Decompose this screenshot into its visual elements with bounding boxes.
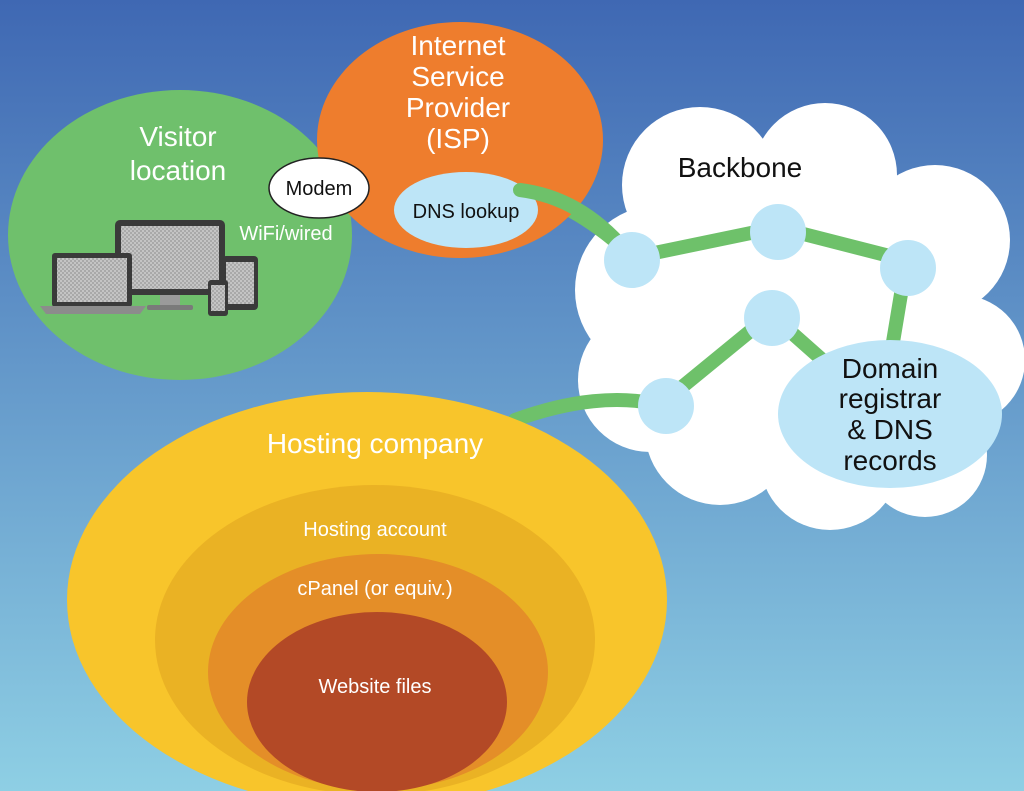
registrar-line2: registrar — [839, 383, 942, 414]
cpanel-label: cPanel (or equiv.) — [297, 578, 452, 600]
backbone-node — [880, 240, 936, 296]
website-files-area — [247, 612, 507, 791]
backbone-node — [744, 290, 800, 346]
hosting-company-label: Hosting company — [267, 428, 483, 459]
backbone-node — [638, 378, 694, 434]
visitor-title-line2: location — [130, 155, 227, 186]
backbone-title: Backbone — [678, 152, 803, 183]
devices-icon — [40, 220, 258, 316]
dns-lookup-node — [394, 172, 538, 248]
backbone-nodes — [604, 204, 936, 434]
website-files-label: Website files — [318, 676, 431, 698]
backbone-node — [750, 204, 806, 260]
labels: Visitor location WiFi/wired Modem Intern… — [130, 30, 942, 698]
visitor-title-line1: Visitor — [139, 121, 216, 152]
isp-line1: Internet — [411, 30, 506, 61]
registrar-line4: records — [843, 445, 936, 476]
registrar-line1: Domain — [842, 353, 938, 384]
isp-line3: Provider — [406, 92, 510, 123]
dns-lookup-label: DNS lookup — [413, 201, 520, 223]
backbone-node — [604, 232, 660, 288]
connection-label: WiFi/wired — [239, 223, 332, 245]
isp-line4: (ISP) — [426, 123, 490, 154]
hosting-account-label: Hosting account — [303, 519, 447, 541]
isp-line2: Service — [411, 61, 504, 92]
domain-registrar-node — [778, 340, 1002, 488]
registrar-line3: & DNS — [847, 414, 933, 445]
modem-node — [268, 157, 370, 219]
modem-label: Modem — [286, 178, 353, 200]
